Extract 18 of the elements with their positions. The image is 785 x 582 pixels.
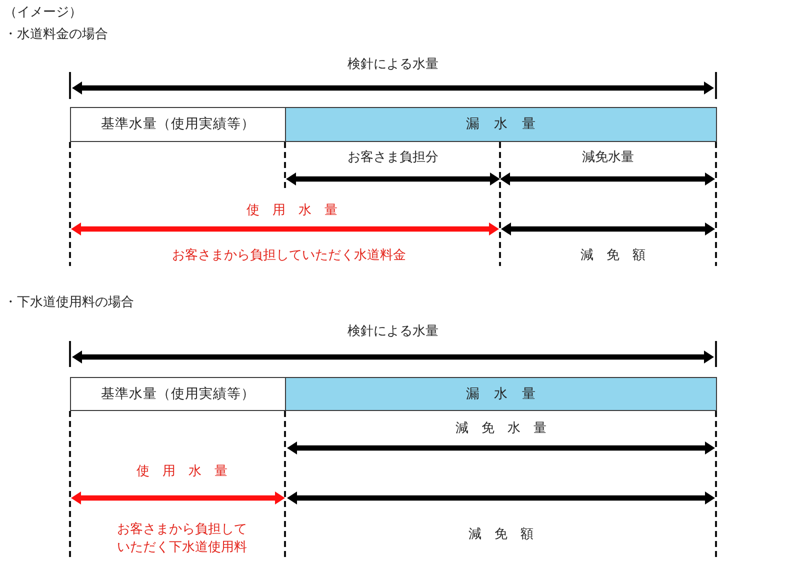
segment-box: 漏 水 量 xyxy=(285,107,717,142)
dimension-label: お客さまから負担していただく下水道使用料 xyxy=(116,521,248,557)
dimension-label: 検針による水量 xyxy=(348,56,438,73)
segment-box: 基準水量（使用実績等） xyxy=(70,377,286,411)
dimension-label: お客さま負担分 xyxy=(348,149,438,166)
dimension-label: 検針による水量 xyxy=(348,323,438,340)
note-text: （イメージ） xyxy=(4,4,82,21)
section-heading: ・水道料金の場合 xyxy=(4,26,108,43)
dimension-label: 減 免 額 xyxy=(580,247,646,264)
dimension-label: 減 免 水 量 xyxy=(456,420,546,437)
segment-box: 基準水量（使用実績等） xyxy=(70,107,286,142)
section-heading: ・下水道使用料の場合 xyxy=(4,294,134,311)
dimension-label: お客さまから負担していただく水道料金 xyxy=(172,247,406,264)
dimension-label: 使 用 水 量 xyxy=(246,202,338,219)
dimension-label: 減 免 額 xyxy=(468,526,534,543)
dimension-label: 使 用 水 量 xyxy=(136,463,228,480)
dimension-label: 減免水量 xyxy=(582,149,634,166)
segment-box: 漏 水 量 xyxy=(285,377,717,411)
